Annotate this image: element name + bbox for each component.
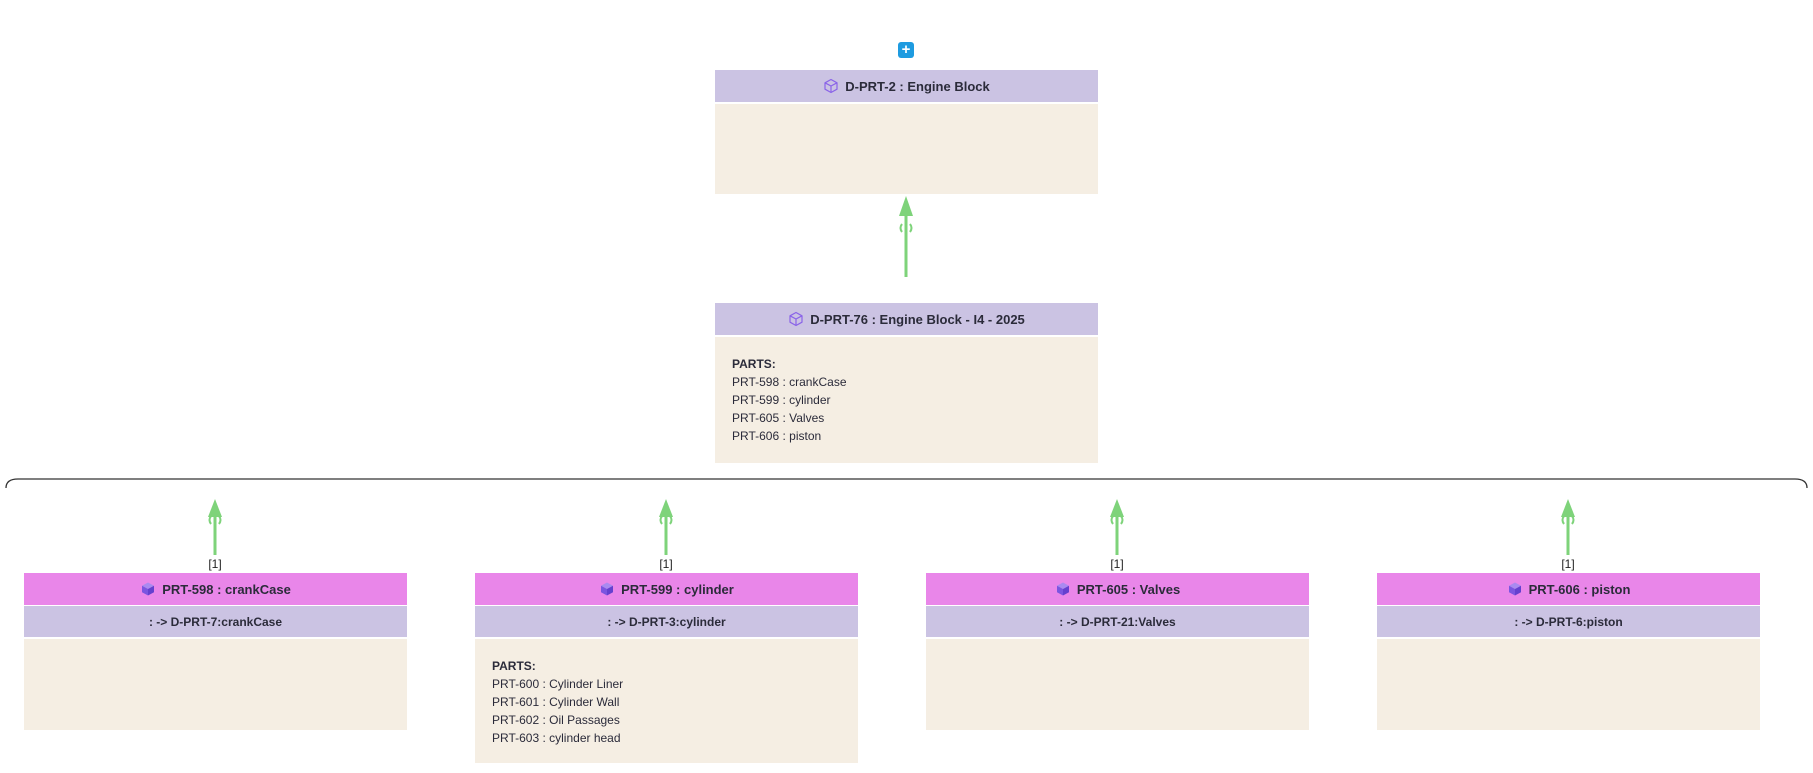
part-part-item: PRT-603 : cylinder head: [492, 731, 621, 745]
part-definition: : -> D-PRT-7:crankCase: [24, 606, 407, 637]
part-part-item: PRT-600 : Cylinder Liner: [492, 677, 624, 691]
assembly-parts-heading: PARTS:: [732, 357, 776, 371]
arrow-assembly-to-root: [899, 196, 913, 277]
assembly-header: D-PRT-76 : Engine Block - I4 - 2025: [715, 303, 1098, 335]
root-body: [715, 104, 1098, 194]
part-body: PARTS: PRT-600 : Cylinder Liner PRT-601 …: [475, 639, 858, 763]
arrow-child-4: [1561, 499, 1575, 555]
part-node-cylinder[interactable]: PRT-599 : cylinder : -> D-PRT-3:cylinder…: [475, 573, 858, 763]
root-title: D-PRT-2 : Engine Block: [845, 78, 990, 94]
multiplicity-label: [1]: [1110, 557, 1124, 571]
assembly-body: PARTS: PRT-598 : crankCase PRT-599 : cyl…: [715, 337, 1098, 463]
cube-outline-icon: [789, 311, 803, 327]
root-definition-node[interactable]: D-PRT-2 : Engine Block: [715, 70, 1098, 194]
cube-filled-icon: [601, 582, 614, 596]
part-definition: : -> D-PRT-3:cylinder: [475, 606, 858, 637]
part-part-item: PRT-601 : Cylinder Wall: [492, 695, 620, 709]
cube-filled-icon: [1508, 582, 1521, 596]
part-header: PRT-599 : cylinder: [475, 573, 858, 605]
part-body: [926, 639, 1309, 730]
arrow-child-3: [1110, 499, 1124, 555]
multiplicity-label: [1]: [1561, 557, 1575, 571]
part-node-piston[interactable]: PRT-606 : piston : -> D-PRT-6:piston: [1377, 573, 1760, 730]
part-title: PRT-605 : Valves: [1076, 581, 1181, 597]
expand-plus-button[interactable]: +: [898, 42, 914, 58]
multiplicity-label: [1]: [659, 557, 673, 571]
part-definition: : -> D-PRT-6:piston: [1377, 606, 1760, 637]
assembly-part-item: PRT-606 : piston: [732, 429, 822, 443]
assembly-part-item: PRT-599 : cylinder: [732, 393, 831, 407]
children-bracket: [5, 478, 1808, 489]
arrow-child-2: [659, 499, 673, 555]
part-body: [24, 639, 407, 730]
part-header: PRT-605 : Valves: [926, 573, 1309, 605]
part-title: PRT-606 : piston: [1528, 581, 1631, 597]
part-header: PRT-606 : piston: [1377, 573, 1760, 605]
assembly-part-item: PRT-605 : Valves: [732, 411, 825, 425]
part-body: [1377, 639, 1760, 730]
part-title: PRT-598 : crankCase: [162, 581, 291, 597]
assembly-definition-node[interactable]: D-PRT-76 : Engine Block - I4 - 2025 PART…: [715, 303, 1098, 463]
part-header: PRT-598 : crankCase: [24, 573, 407, 605]
part-title: PRT-599 : cylinder: [621, 581, 734, 597]
cube-outline-icon: [824, 78, 838, 94]
multiplicity-label: [1]: [208, 557, 222, 571]
part-node-cranckcase[interactable]: PRT-598 : crankCase : -> D-PRT-7:crankCa…: [24, 573, 407, 730]
plus-icon: +: [901, 41, 911, 58]
part-parts-heading: PARTS:: [492, 659, 536, 673]
cube-filled-icon: [142, 582, 155, 596]
assembly-title: D-PRT-76 : Engine Block - I4 - 2025: [810, 311, 1025, 327]
part-part-item: PRT-602 : Oil Passages: [492, 713, 620, 727]
part-definition: : -> D-PRT-21:Valves: [926, 606, 1309, 637]
assembly-part-item: PRT-598 : crankCase: [732, 375, 847, 389]
arrow-child-1: [208, 499, 222, 555]
root-header: D-PRT-2 : Engine Block: [715, 70, 1098, 102]
part-node-valves[interactable]: PRT-605 : Valves : -> D-PRT-21:Valves: [926, 573, 1309, 730]
cube-filled-icon: [1056, 582, 1069, 596]
